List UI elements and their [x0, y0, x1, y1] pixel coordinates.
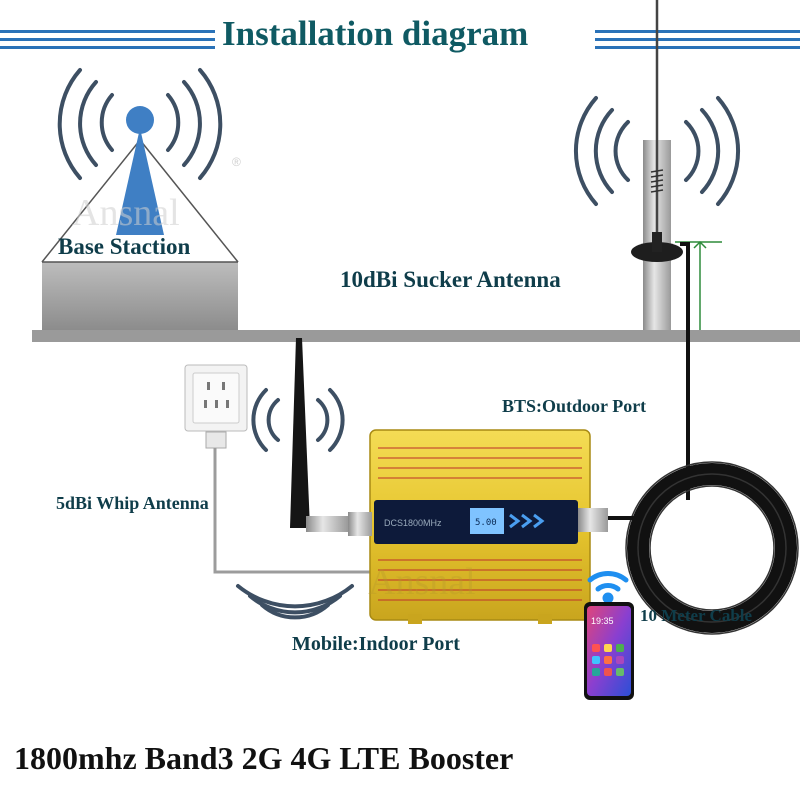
whip-antenna-waves	[251, 388, 345, 452]
title-stripes	[0, 30, 800, 49]
label-meter-cable: 10 Meter Cable	[640, 606, 753, 625]
power-cable	[213, 448, 370, 574]
whip-antenna	[290, 338, 348, 532]
dimension-marker	[675, 240, 722, 330]
page-title: Installation diagram	[222, 14, 529, 53]
device-lcd-text: 5.00	[475, 518, 497, 528]
cable-coil	[625, 461, 799, 635]
outdoor-mast	[631, 0, 683, 330]
base-station-waves	[57, 68, 223, 180]
label-sucker-antenna: 10dBi Sucker Antenna	[340, 267, 561, 292]
label-outdoor-port: BTS:Outdoor Port	[502, 396, 647, 416]
booster-device	[348, 429, 608, 624]
device-screen-text: DCS1800MHz	[384, 518, 442, 528]
label-whip-antenna: 5dBi Whip Antenna	[56, 493, 209, 513]
mobile-phone	[584, 602, 634, 700]
watermark-top: Ansnal	[72, 192, 180, 234]
title-bar: Installation diagram	[0, 0, 800, 70]
watermark-booster: Ansnal	[368, 561, 476, 603]
sucker-antenna-waves	[573, 96, 741, 206]
base-station-tower	[116, 106, 164, 235]
ground-line	[32, 330, 800, 342]
footer-caption: 1800mhz Band3 2G 4G LTE Booster	[14, 740, 514, 776]
label-indoor-port: Mobile:Indoor Port	[292, 633, 460, 655]
label-base-station: Base Staction	[58, 234, 191, 259]
registered-mark-top: ®	[232, 155, 241, 169]
indoor-waves	[236, 584, 354, 620]
wall-socket	[184, 364, 248, 449]
wifi-signal-icon	[587, 571, 629, 604]
base-station-building	[41, 139, 239, 330]
phone-clock: 19:35	[591, 616, 614, 626]
outdoor-cable	[680, 242, 690, 500]
